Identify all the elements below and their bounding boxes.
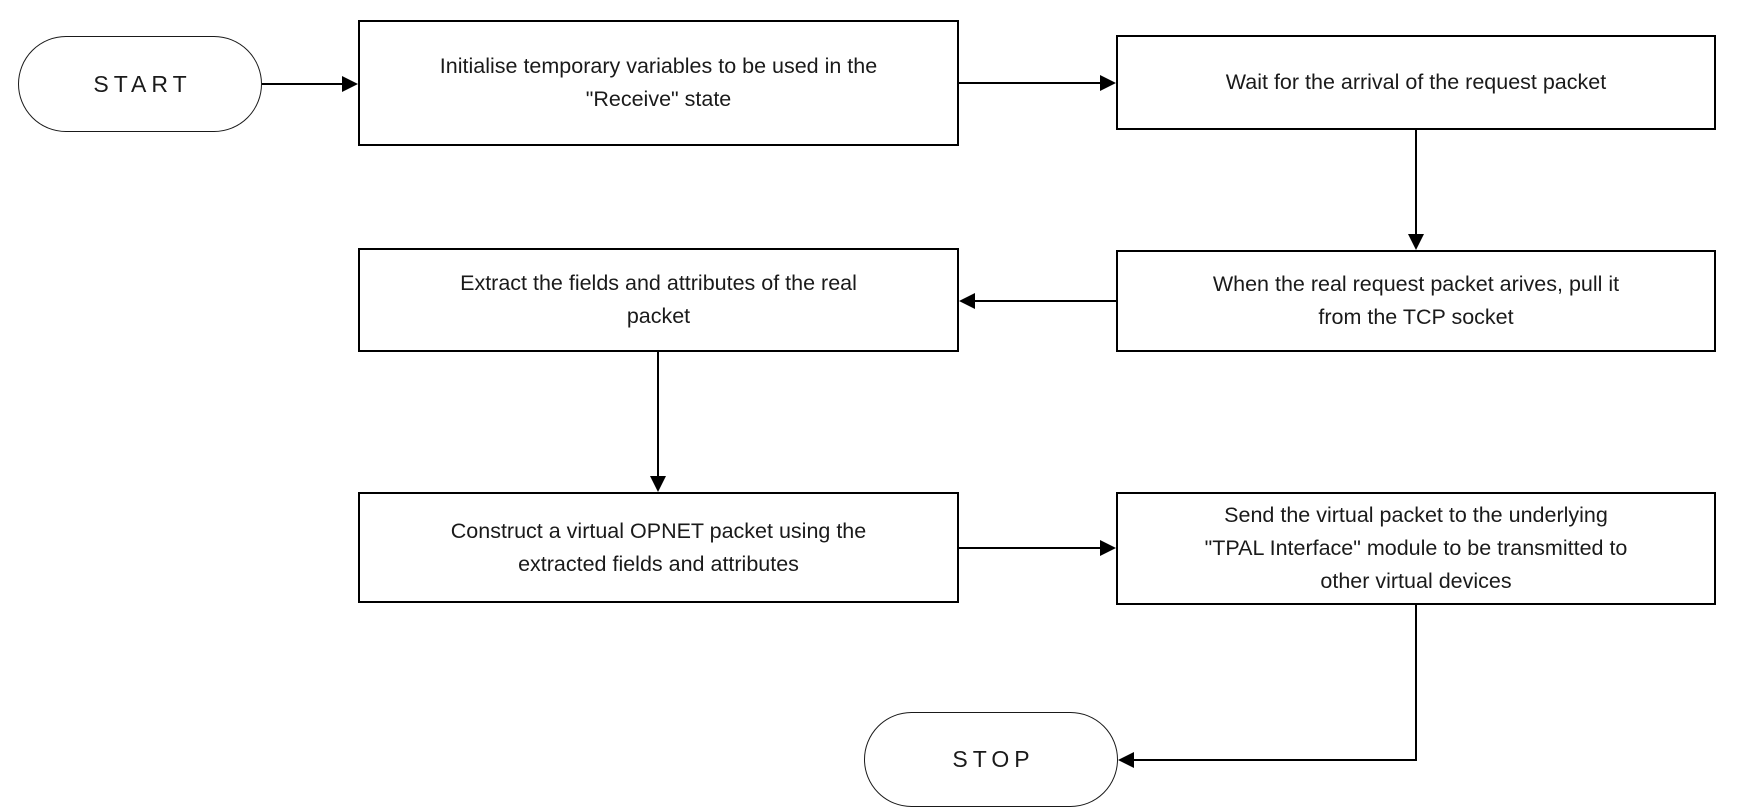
process-construct-packet: Construct a virtual OPNET packet using t… — [358, 492, 959, 603]
edge-extract-construct-line — [657, 352, 659, 478]
terminator-start-label: START — [93, 70, 192, 97]
edge-wait-pull-arrowhead-icon — [1408, 234, 1424, 250]
edge-send-stop-horizontal-line — [1132, 759, 1417, 761]
edge-start-init-arrowhead-icon — [342, 76, 358, 92]
terminator-stop: STOP — [864, 712, 1118, 807]
terminator-start: START — [18, 36, 262, 132]
process-initialise-variables-label: Initialise temporary variables to be use… — [439, 54, 878, 111]
edge-pull-extract-arrowhead-icon — [959, 293, 975, 309]
process-initialise-variables: Initialise temporary variables to be use… — [358, 20, 959, 146]
process-extract-fields-label: Extract the fields and attributes of the… — [460, 271, 857, 328]
edge-construct-send-line — [959, 547, 1102, 549]
edge-init-wait-line — [959, 82, 1104, 84]
process-send-packet: Send the virtual packet to the underlyin… — [1116, 492, 1716, 605]
edge-pull-extract-line — [973, 300, 1116, 302]
edge-start-init-line — [262, 83, 346, 85]
process-send-packet-label: Send the virtual packet to the underlyin… — [1204, 503, 1628, 593]
edge-send-stop-vertical-line — [1415, 605, 1417, 761]
process-wait-for-request: Wait for the arrival of the request pack… — [1116, 35, 1716, 130]
process-extract-fields: Extract the fields and attributes of the… — [358, 248, 959, 352]
process-pull-from-socket-label: When the real request packet arives, pul… — [1212, 272, 1620, 329]
process-pull-from-socket: When the real request packet arives, pul… — [1116, 250, 1716, 352]
edge-send-stop-arrowhead-icon — [1118, 752, 1134, 768]
edge-init-wait-arrowhead-icon — [1100, 75, 1116, 91]
process-wait-for-request-label: Wait for the arrival of the request pack… — [1225, 70, 1607, 94]
edge-wait-pull-line — [1415, 130, 1417, 236]
edge-extract-construct-arrowhead-icon — [650, 476, 666, 492]
edge-construct-send-arrowhead-icon — [1100, 540, 1116, 556]
process-construct-packet-label: Construct a virtual OPNET packet using t… — [450, 518, 867, 576]
terminator-stop-label: STOP — [952, 746, 1035, 772]
